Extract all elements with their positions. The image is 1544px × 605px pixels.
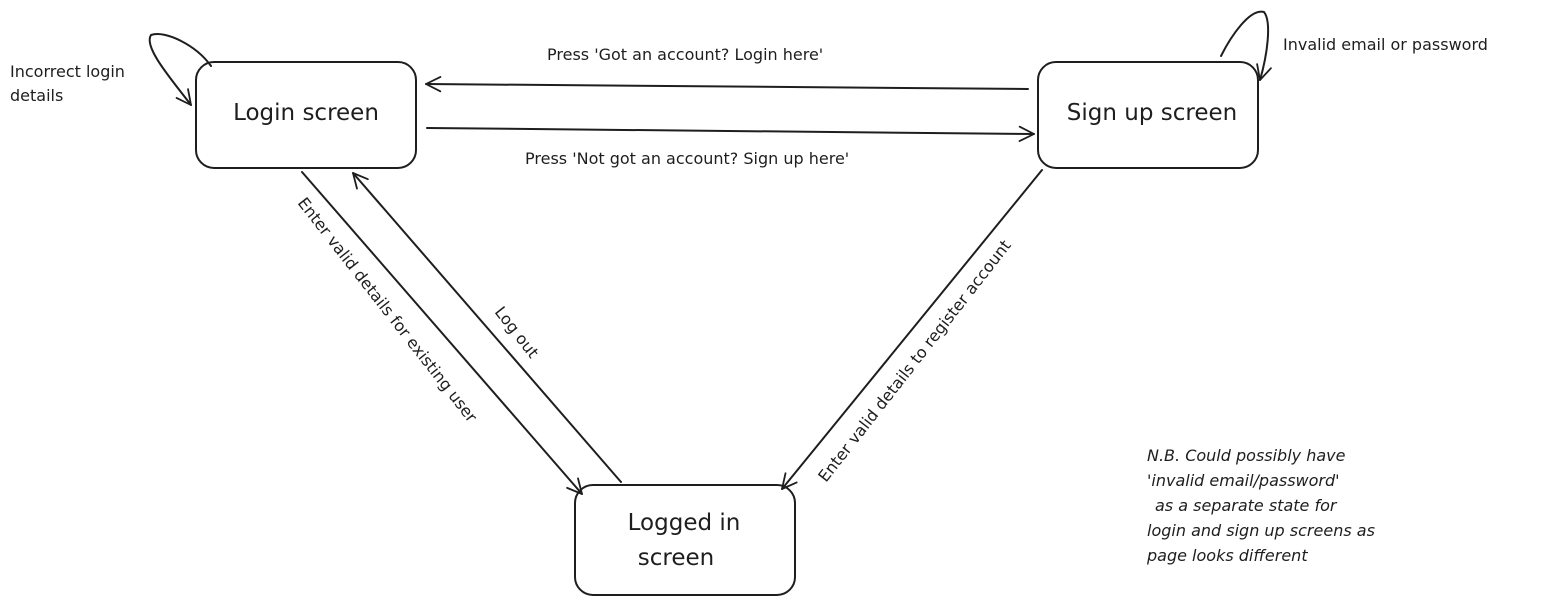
- edge-signup-to-login: [425, 76, 1029, 93]
- edge-logged-in-to-login-label: Log out: [491, 303, 543, 362]
- note-line-5: page looks different: [1146, 546, 1308, 565]
- state-signup-label: Sign up screen: [1067, 100, 1237, 126]
- note-line-2: 'invalid email/password': [1147, 471, 1340, 490]
- self-loop-login-label-line1: Incorrect login: [10, 62, 125, 81]
- state-logged-in-box: [574, 484, 796, 596]
- edge-signup-to-logged-in: [781, 169, 1043, 490]
- edge-login-to-logged-in-label: Enter valid details for existing user: [294, 194, 481, 426]
- state-logged-in-label-line2: screen: [638, 545, 714, 571]
- state-signup: Sign up screen: [1037, 61, 1259, 169]
- note: N.B. Could possibly have 'invalid email/…: [1146, 446, 1375, 565]
- edge-logged-in-to-login: [352, 172, 622, 483]
- self-loop-signup-label: Invalid email or password: [1283, 35, 1488, 54]
- edge-signup-to-login-label: Press 'Got an account? Login here': [547, 45, 823, 64]
- state-logged-in: Logged in screen: [574, 484, 796, 596]
- state-signup-box: [1037, 61, 1259, 169]
- edge-login-to-logged-in: [301, 171, 583, 495]
- note-line-1: N.B. Could possibly have: [1147, 446, 1346, 465]
- note-line-3: as a separate state for: [1155, 496, 1338, 515]
- edge-login-to-signup-label: Press 'Not got an account? Sign up here': [525, 149, 849, 168]
- state-login: Login screen: [195, 61, 417, 169]
- state-login-label: Login screen: [233, 100, 379, 126]
- note-line-4: login and sign up screens as: [1147, 521, 1375, 540]
- edge-signup-to-logged-in-label: Enter valid details to register account: [814, 236, 1015, 485]
- edge-login-to-signup: [426, 125, 1035, 142]
- state-logged-in-label-line1: Logged in: [628, 510, 741, 536]
- self-loop-login-label-line2: details: [10, 86, 63, 105]
- self-loop-login: [148, 33, 212, 106]
- state-login-box: [195, 61, 417, 169]
- self-loop-signup: [1220, 10, 1272, 81]
